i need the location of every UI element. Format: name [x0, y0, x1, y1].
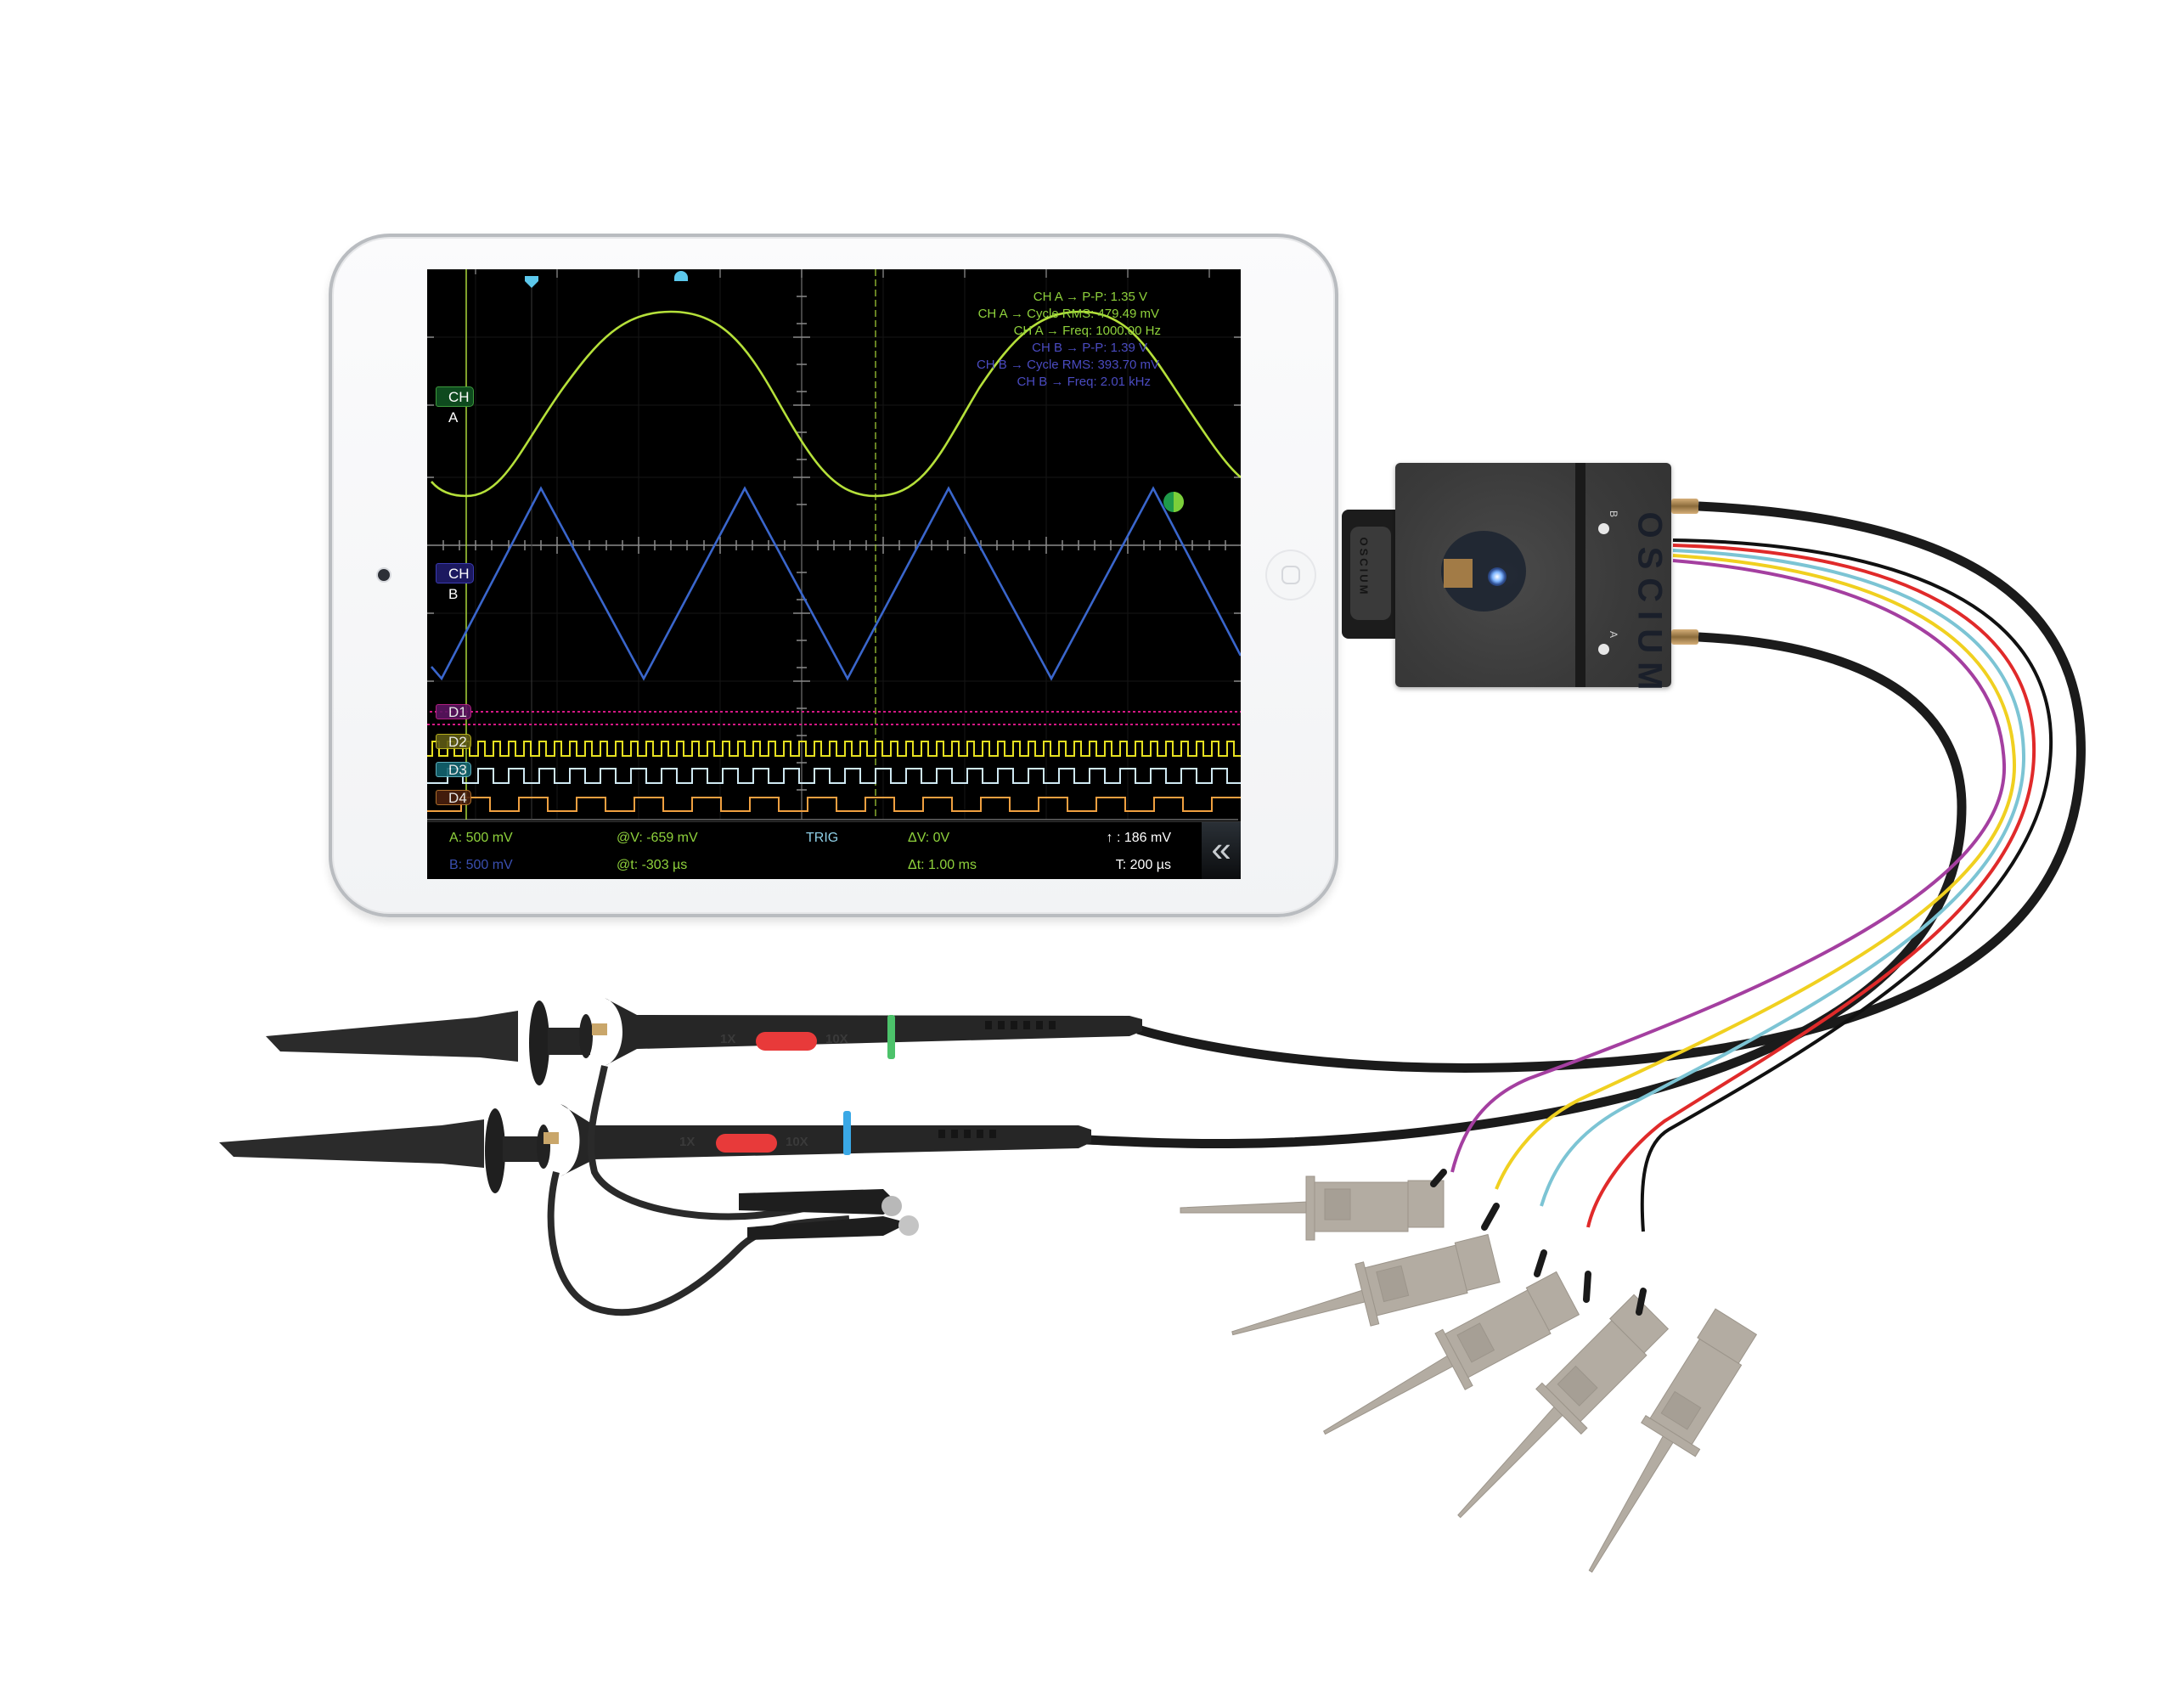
probe-channel-a [266, 998, 1142, 1085]
digital-d3-label[interactable]: D3 [436, 762, 471, 778]
channel-a-label-text: CH A [448, 389, 470, 426]
digital-d1-label-text: D1 [448, 704, 467, 720]
logic-clip-5 [1588, 1308, 1758, 1573]
oscilloscope-screen[interactable]: CH A CH B D1 D2 D3 D4 CH A → P-P: 1.35 V… [427, 269, 1241, 879]
measurement-ch-a-freq: CH A → Freq: 1000.00 Hz [1013, 324, 1161, 338]
waveform-display[interactable] [427, 269, 1241, 879]
time-cursor-marker-icon [525, 276, 538, 288]
delta-time: Δt: 1.00 ms [908, 858, 977, 872]
channel-b-label[interactable]: CH B [436, 563, 474, 602]
digital-d2-label-text: D2 [448, 734, 467, 750]
digital-d4-waveform [427, 797, 1241, 812]
digital-d3-label-text: D3 [448, 762, 467, 778]
probe-a-10x-label: 10X [825, 1032, 848, 1046]
measurement-ch-a-pp: CH A → P-P: 1.35 V [1033, 290, 1147, 304]
trigger-level[interactable]: ↑ : 186 mV [1106, 831, 1171, 845]
digital-d3-waveform [427, 768, 1241, 784]
trigger-button[interactable]: TRIG [806, 831, 839, 845]
port-b-indicator [1598, 523, 1609, 534]
probe-b-10x-label: 10X [786, 1135, 808, 1149]
digital-d2-label[interactable]: D2 [436, 734, 471, 750]
collapse-panel-chevron-icon[interactable]: « [1202, 822, 1241, 879]
logic-clip-3 [1323, 1271, 1580, 1435]
channel-b-label-text: CH B [448, 566, 470, 602]
digital-d2-waveform [427, 741, 1241, 757]
connector-badge [1350, 527, 1391, 620]
digital-d1-label[interactable]: D1 [436, 704, 471, 720]
logic-clip-1 [1180, 1175, 1445, 1241]
trigger-position-marker-icon [674, 271, 688, 281]
status-bar: A: 500 mV B: 500 mV @V: -659 mV @t: -303… [427, 821, 1241, 879]
measurement-ch-a-rms: CH A → Cycle RMS: 479.49 mV [977, 307, 1159, 321]
logic-clip-4 [1457, 1294, 1670, 1519]
measurement-ch-b-freq: CH B → Freq: 2.01 kHz [1017, 375, 1151, 389]
measurement-ch-b-pp: CH B → P-P: 1.39 V [1032, 341, 1147, 355]
port-a-indicator [1598, 644, 1609, 655]
logo-square [1444, 559, 1473, 588]
probe-channel-b [219, 1104, 1091, 1193]
logic-clip-2 [1231, 1233, 1501, 1336]
digital-d4-label[interactable]: D4 [436, 790, 471, 806]
digital-d4-label-text: D4 [448, 790, 467, 806]
device-divider [1575, 463, 1585, 687]
channel-a-bnc-connector [1671, 629, 1698, 645]
probe-a-1x-label: 1X [720, 1032, 736, 1046]
channel-a-scale[interactable]: A: 500 mV [449, 831, 513, 845]
front-camera-icon [378, 569, 390, 581]
channel-a-waveform [431, 310, 1241, 498]
probe-b-1x-label: 1X [679, 1135, 696, 1149]
home-button[interactable] [1265, 550, 1316, 600]
channel-b-waveform [431, 486, 1241, 681]
cursor-time: @t: -303 µs [617, 858, 688, 872]
channel-b-bnc-connector [1671, 499, 1698, 514]
timebase[interactable]: T: 200 µs [1115, 858, 1171, 872]
channel-a-label[interactable]: CH A [436, 386, 474, 426]
delta-voltage: ΔV: 0V [908, 831, 950, 845]
cursor-voltage: @V: -659 mV [617, 831, 698, 845]
status-led-icon [1488, 567, 1507, 586]
channel-b-scale[interactable]: B: 500 mV [449, 858, 513, 872]
measurement-ch-b-rms: CH B → Cycle RMS: 393.70 mV [976, 358, 1159, 372]
